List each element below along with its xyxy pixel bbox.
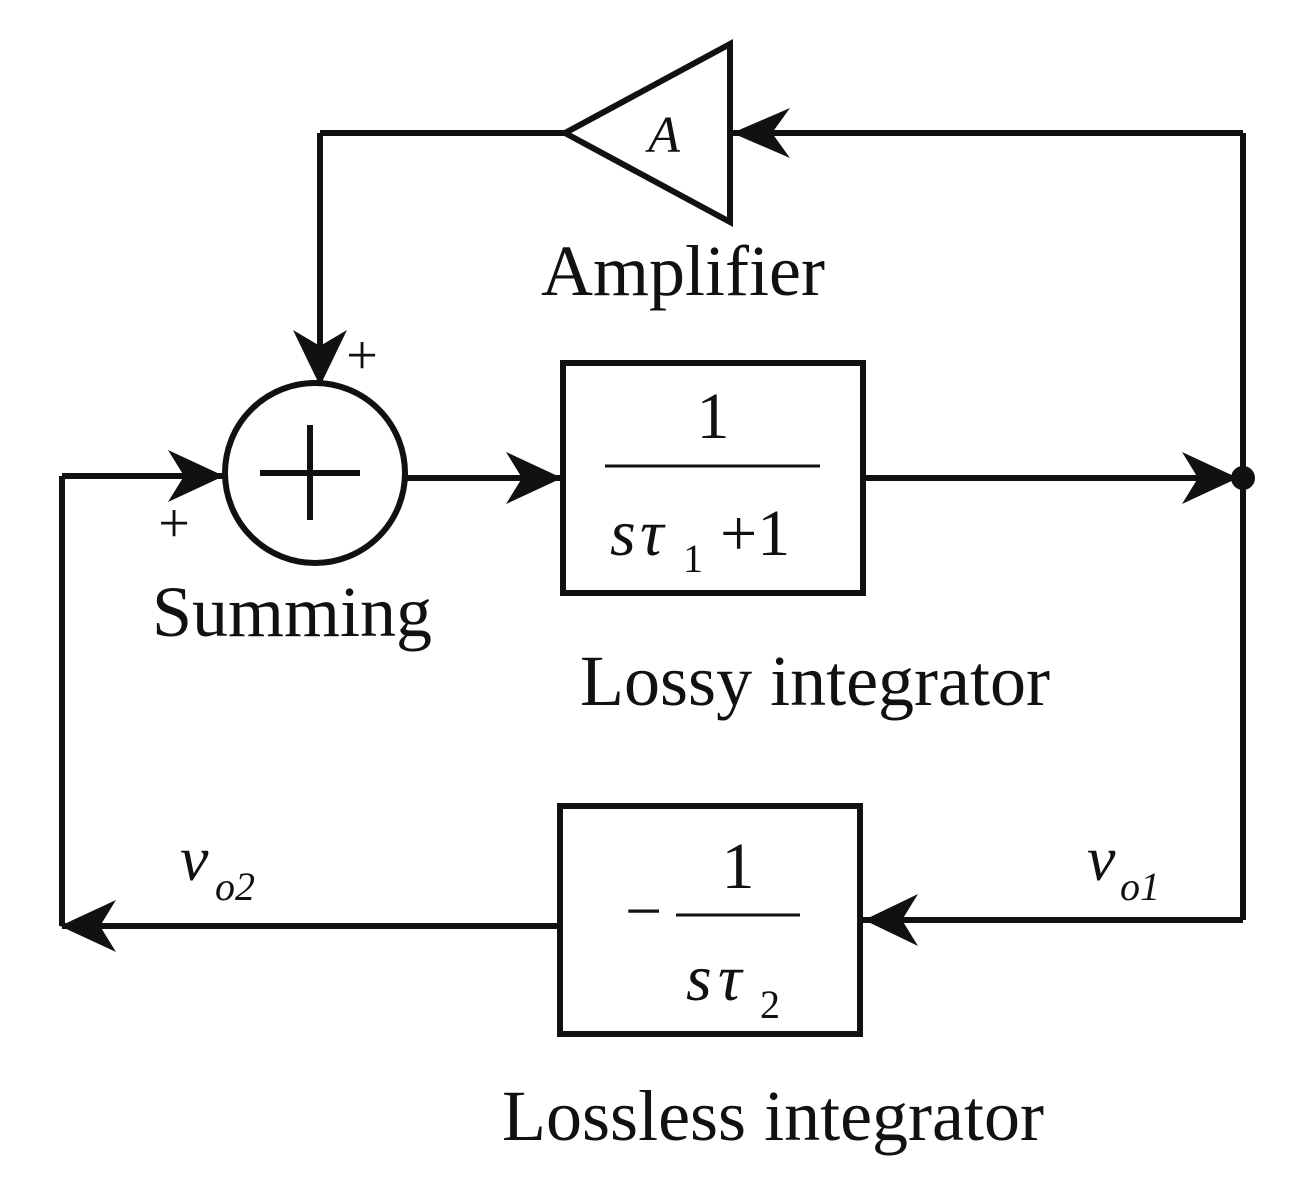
signal-vo1-label: v o1 <box>1087 823 1160 909</box>
summing-caption: Summing <box>152 572 432 652</box>
lossy-den-rest: +1 <box>720 497 790 570</box>
lossless-minus-sign: − <box>625 875 662 948</box>
lossy-denominator: s τ 1 +1 <box>610 497 790 581</box>
amplifier-triangle <box>558 38 733 228</box>
lossy-den-sub: 1 <box>683 536 703 581</box>
lossy-caption: Lossy integrator <box>580 641 1050 721</box>
arrowhead-sum-top <box>293 330 347 386</box>
junction-node <box>1231 466 1255 490</box>
lossy-integrator-block <box>560 360 866 596</box>
vo1-var: v <box>1087 823 1116 894</box>
lossless-den-sub: 2 <box>760 982 780 1027</box>
arrowhead-lossy-input <box>506 452 562 504</box>
summing-sign-top: + <box>346 325 378 387</box>
signal-vo2-label: v o2 <box>180 823 255 909</box>
lossy-den-tau: τ <box>640 497 666 570</box>
vo2-var: v <box>180 823 209 894</box>
lossy-numerator: 1 <box>697 380 730 453</box>
lossless-caption: Lossless integrator <box>502 1076 1044 1156</box>
amplifier-caption: Amplifier <box>541 231 825 311</box>
lossless-den-tau: τ <box>718 942 744 1015</box>
summing-sign-left: + <box>158 493 190 555</box>
amplifier-gain: A <box>645 107 680 164</box>
arrowhead-lossless-input <box>864 894 918 946</box>
arrowhead-amp-input <box>732 108 790 158</box>
lossless-integrator-block <box>557 803 863 1037</box>
vo2-sub: o2 <box>215 864 255 909</box>
vo1-sub: o1 <box>1120 864 1160 909</box>
arrowhead-vo2-output <box>60 900 116 952</box>
arrowhead-node <box>1182 452 1238 504</box>
arrowhead-sum-left <box>168 450 224 502</box>
lossy-den-var: s <box>610 497 636 570</box>
lossless-numerator: 1 <box>722 830 755 903</box>
lossless-denominator: s τ 2 <box>686 942 780 1027</box>
lossless-den-var: s <box>686 942 712 1015</box>
